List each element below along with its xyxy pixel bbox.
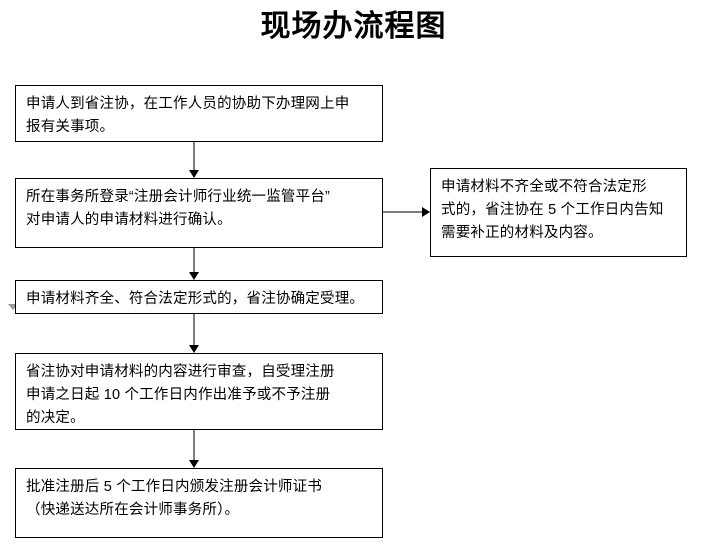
connector-stem (193, 430, 195, 460)
flow-node-step-4: 省注协对申请材料的内容进行审查，自受理注册 申请之日起 10 个工作日内作出准予… (15, 353, 383, 430)
flow-node-step-2: 所在事务所登录“注册会计师行业统一监管平台” 对申请人的申请材料进行确认。 (15, 178, 383, 248)
flow-node-line: 申请之日起 10 个工作日内作出准予或不予注册 (26, 387, 331, 403)
flow-node-line: 申请人到省注协，在工作人员的协助下办理网上申 (26, 96, 350, 112)
arrowhead-down-icon (189, 345, 199, 353)
flow-node-line: 报有关事项。 (26, 119, 115, 135)
connector-stem (193, 314, 195, 345)
stray-arrowhead-icon (8, 304, 18, 310)
flow-node-step-branch: 申请材料不齐全或不符合法定形 式的，省注协在 5 个工作日内告知 需要补正的材料… (430, 168, 687, 257)
connector-arrow-down-1 (189, 142, 199, 178)
arrowhead-down-icon (189, 460, 199, 468)
connector-stem (193, 142, 195, 170)
arrowhead-right-icon (422, 207, 430, 217)
flow-node-line: 的决定。 (26, 410, 85, 426)
flow-node-line: 所在事务所登录“注册会计师行业统一监管平台” (26, 189, 331, 205)
flow-node-line: 申请材料不齐全或不符合法定形 (441, 179, 647, 195)
page-title: 现场办流程图 (260, 10, 447, 43)
flow-node-line: 对申请人的申请材料进行确认。 (26, 212, 232, 228)
connector-stem (193, 248, 195, 272)
flow-node-line: 批准注册后 5 个工作日内颁发注册会计师证书 (26, 479, 323, 495)
flow-node-step-3: 申请材料齐全、符合法定形式的，省注协确定受理。 (15, 280, 383, 314)
flow-node-line: 需要补正的材料及内容。 (441, 225, 603, 241)
flow-node-step-1: 申请人到省注协，在工作人员的协助下办理网上申 报有关事项。 (15, 85, 383, 142)
arrowhead-down-icon (189, 170, 199, 178)
connector-stem (383, 211, 422, 213)
flow-node-line: 申请材料齐全、符合法定形式的，省注协确定受理。 (26, 291, 365, 307)
flow-node-line: 省注协对申请材料的内容进行审查，自受理注册 (26, 364, 335, 380)
connector-arrow-down-4 (189, 430, 199, 468)
flow-node-line: （快递送达所在会计师事务所）。 (26, 502, 240, 518)
connector-arrow-right-branch (383, 207, 430, 217)
flow-node-step-5: 批准注册后 5 个工作日内颁发注册会计师证书 （快递送达所在会计师事务所）。 (15, 468, 383, 538)
connector-arrow-down-3 (189, 314, 199, 353)
connector-arrow-down-2 (189, 248, 199, 280)
arrowhead-down-icon (189, 272, 199, 280)
flow-node-line: 式的，省注协在 5 个工作日内告知 (441, 202, 664, 218)
